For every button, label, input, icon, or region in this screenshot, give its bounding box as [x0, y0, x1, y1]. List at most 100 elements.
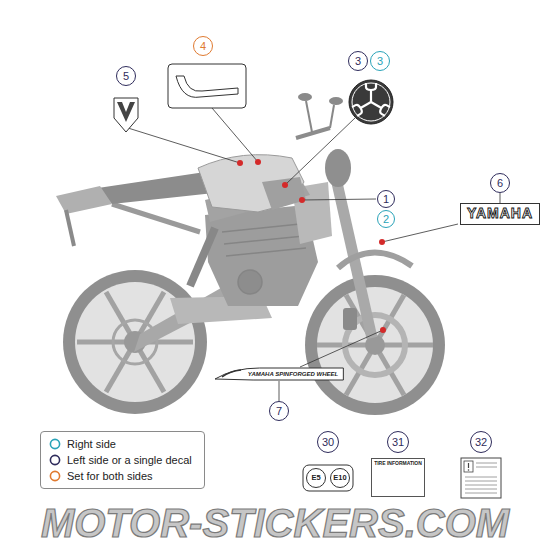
front-fender [338, 252, 412, 268]
mirror [330, 105, 334, 128]
callout-text: 5 [123, 70, 129, 82]
leader-lines [285, 118, 355, 185]
engine-fins [224, 236, 304, 244]
fuel-decal-frame [303, 465, 353, 491]
rear-wheel [63, 270, 207, 414]
legend-swatch [50, 471, 59, 480]
mirror [329, 97, 343, 105]
tuning-fork-emblem [366, 83, 376, 90]
leader-lines [382, 224, 458, 242]
tuning-fork-emblem [349, 80, 393, 124]
callout-text: 32 [475, 436, 487, 448]
tuning-fork-emblem [361, 102, 371, 108]
logo-decal [117, 102, 135, 122]
warning-decal [464, 461, 473, 472]
callout-text: 31 [392, 436, 404, 448]
callout-number: 3 [348, 51, 368, 71]
rear-shock [190, 228, 215, 286]
callout-text: 1 [383, 193, 389, 205]
callout-text: 30 [322, 436, 334, 448]
location-dots [379, 239, 385, 245]
legend-swatch [49, 438, 61, 450]
headlight [325, 149, 351, 187]
decal-text: E5 [311, 474, 320, 482]
tuning-fork-emblem [352, 98, 373, 116]
callout-number: 5 [116, 66, 136, 86]
callout-number: 6 [490, 173, 510, 193]
warning-decal [465, 485, 497, 486]
tail [56, 186, 112, 214]
engine-fins [238, 270, 262, 294]
tuning-fork-emblem [366, 83, 376, 102]
callout-text: 2 [383, 213, 389, 225]
connector-line [500, 193, 501, 203]
warning-decal [468, 463, 469, 468]
callout-number: 32 [470, 431, 492, 453]
location-dots [380, 327, 386, 333]
seat-decal [176, 76, 238, 97]
warning-decal [461, 458, 501, 498]
emission-badge: E10 [330, 468, 350, 488]
callout-text: 6 [497, 177, 503, 189]
legend-swatch [50, 455, 59, 464]
tank-cover [262, 177, 306, 210]
callout-number: 4 [193, 36, 213, 56]
legend-box: Right sideLeft side or a single decalSet… [40, 431, 205, 489]
warning-decal [465, 481, 497, 482]
connector-line [279, 381, 280, 401]
callout-text: 4 [200, 40, 206, 52]
seat-decal [168, 64, 246, 108]
callout-text: 3 [355, 55, 361, 67]
callout-number: 2 [377, 210, 395, 228]
decal-text: YAMAHA [467, 206, 533, 221]
front-wheel [305, 275, 445, 415]
callout-text: 3 [377, 55, 383, 67]
warning-decal [465, 489, 497, 490]
legend-swatch [50, 439, 59, 448]
callout-number: 3 [370, 51, 390, 71]
engine-fins [222, 224, 306, 294]
legend-text: Left side or a single decal [67, 454, 192, 466]
logo-decal [114, 98, 138, 132]
legend-row: Left side or a single decal [49, 452, 196, 468]
warning-decal [465, 493, 497, 494]
mirror [306, 101, 312, 132]
location-dots [282, 182, 288, 188]
motorcycle [56, 93, 445, 415]
decal-text: TIRE INFORMATION [374, 461, 422, 467]
mirror [298, 93, 312, 101]
callout-number: 7 [269, 401, 289, 421]
legend-swatch [49, 470, 61, 482]
tire-info-label: TIRE INFORMATION [371, 458, 425, 497]
tuning-fork-emblem [352, 83, 390, 121]
legend-swatch [49, 454, 61, 466]
wheel-decal: YAMAHA SPINFORGED WHEEL [214, 367, 344, 381]
warning-decal [476, 467, 497, 468]
tuning-fork-emblem [371, 102, 381, 108]
location-dots [237, 159, 386, 333]
engine-fins [226, 248, 306, 256]
warning-decal [465, 477, 497, 478]
seat [98, 172, 214, 204]
callout-text: 7 [276, 405, 282, 417]
warning-decal [468, 469, 470, 471]
callout-number: 31 [387, 431, 409, 453]
tuning-fork-emblem [369, 98, 390, 116]
location-dots [299, 197, 305, 203]
leader-lines [212, 108, 258, 162]
legend-text: Set for both sides [67, 470, 153, 482]
tuning-fork-emblem [370, 90, 372, 102]
leader-lines [302, 199, 376, 200]
warning-decal [465, 463, 497, 493]
tuning-fork-emblem [352, 104, 363, 116]
logo-decal [114, 98, 138, 132]
decal-text: E10 [333, 474, 346, 482]
location-dots [237, 160, 243, 166]
tuning-fork-emblem [349, 80, 393, 124]
callout-number: 1 [377, 190, 395, 208]
plate-bracket [66, 210, 74, 246]
legend-text: Right side [67, 438, 116, 450]
callout-number: 30 [317, 431, 339, 453]
legend-row: Set for both sides [49, 468, 196, 484]
